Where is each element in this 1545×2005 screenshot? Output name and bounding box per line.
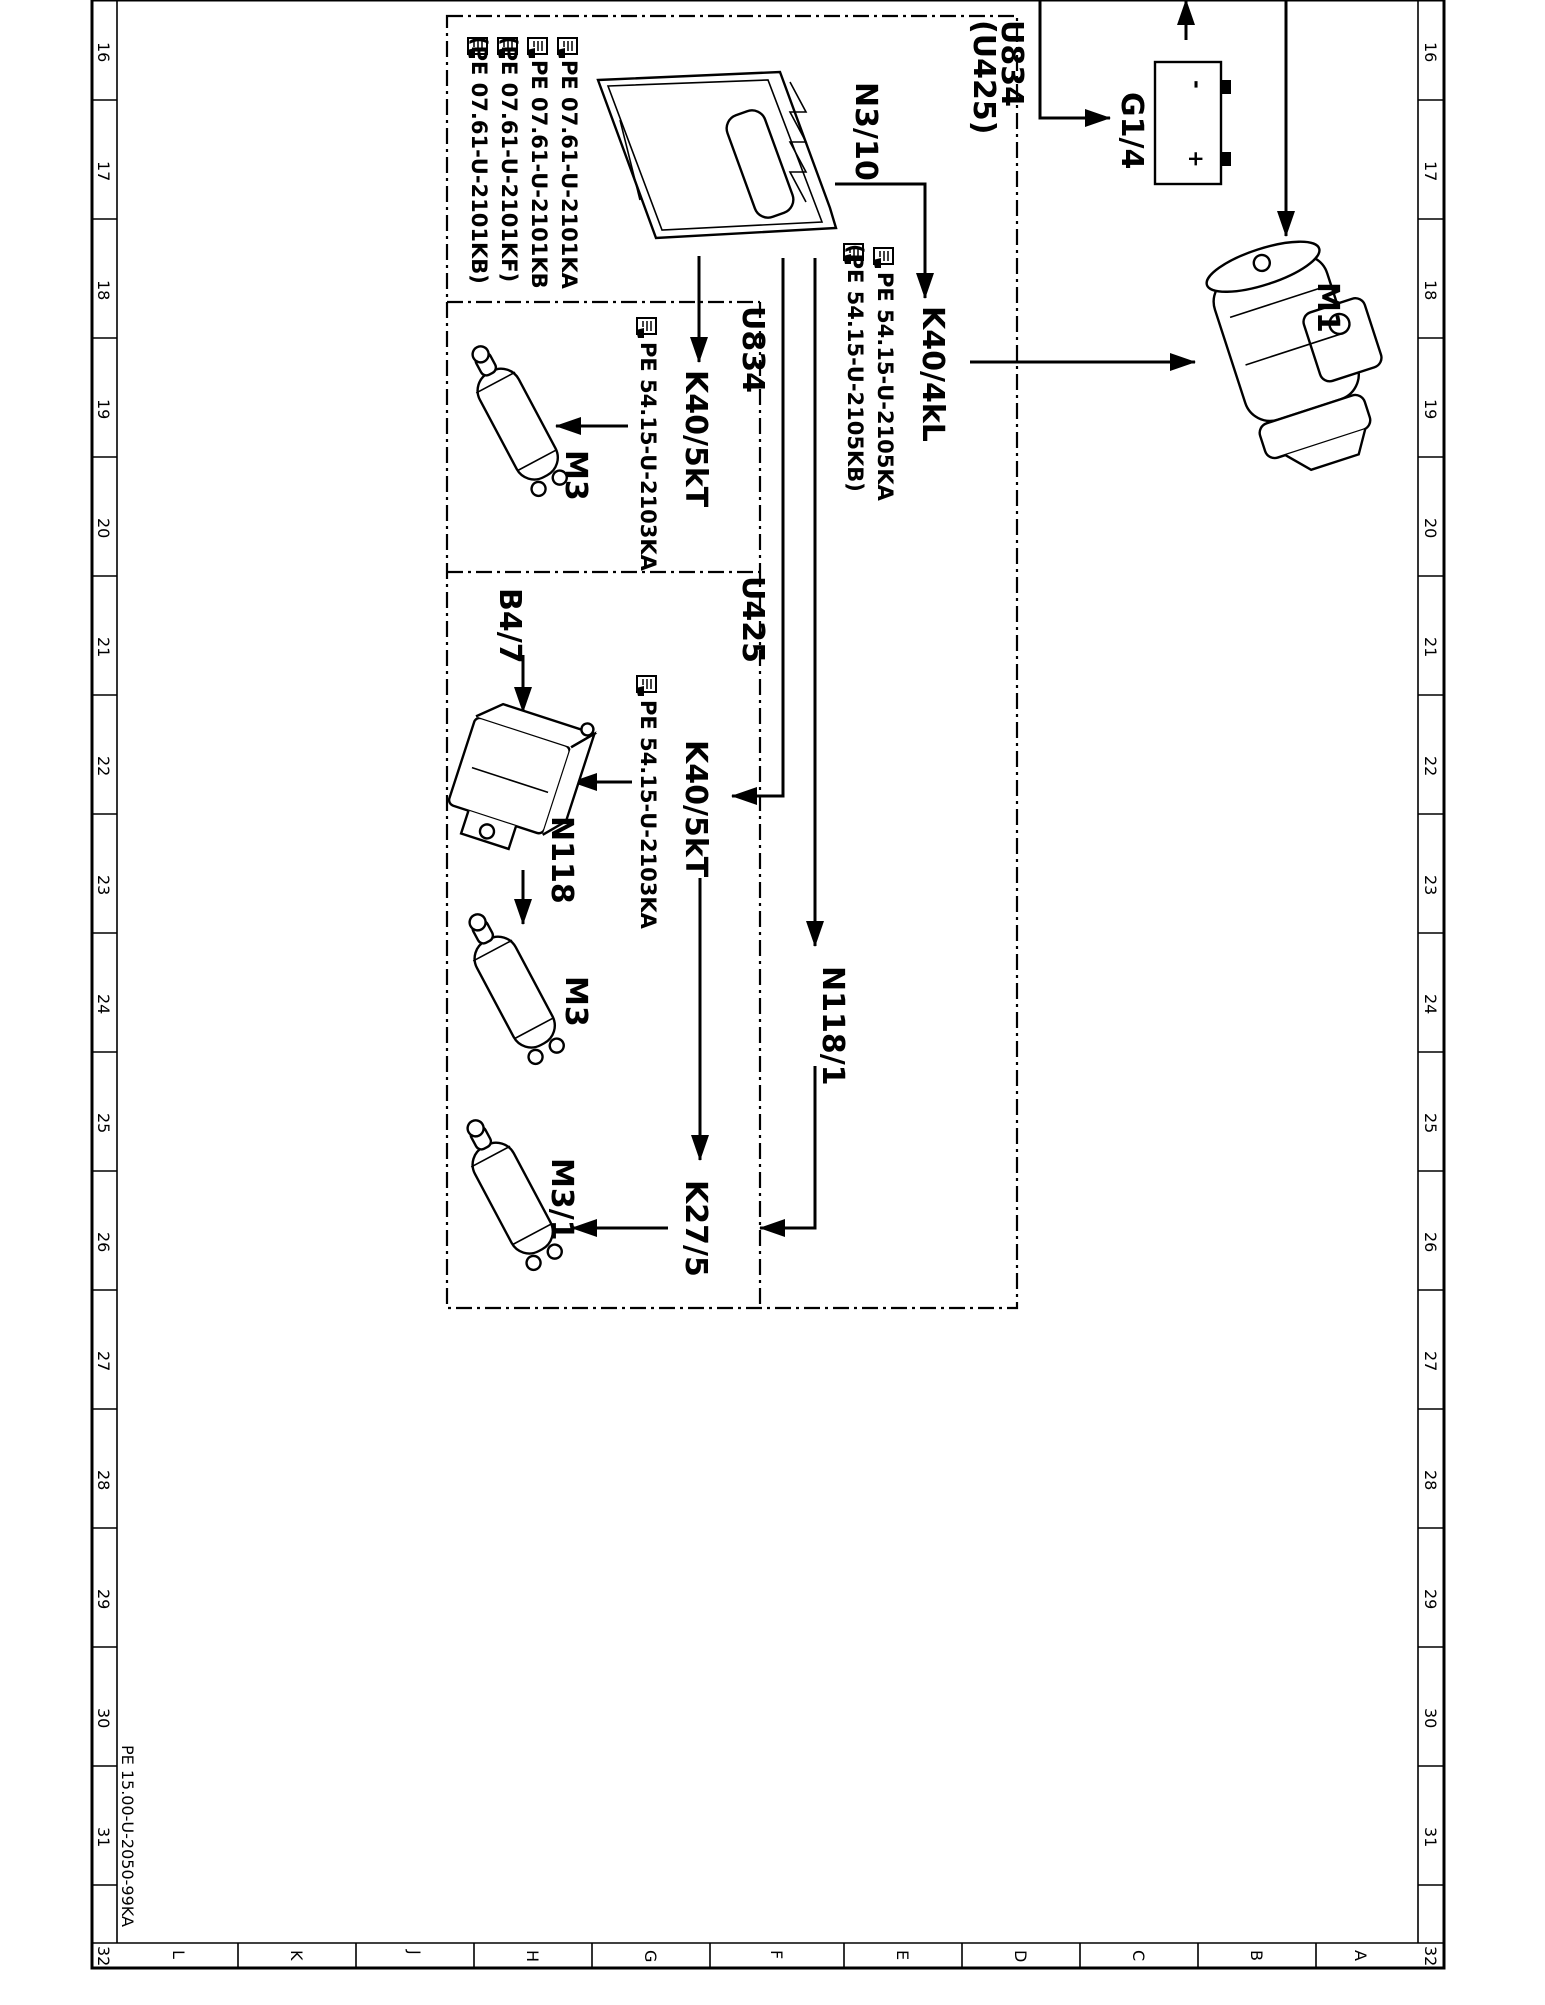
wire-n3-10-to-k40-4kl xyxy=(835,182,934,299)
grid-number: 21 xyxy=(94,637,113,657)
grid-letter: L xyxy=(169,1950,188,1959)
n3-10-ref-3: (PE 07.61-U-2101KF) xyxy=(497,36,521,282)
group-label-u425-sub: U425 xyxy=(735,576,770,663)
grid-number: 18 xyxy=(94,280,113,300)
drawing-reference: PE 15.00-U-2050-99KA xyxy=(118,1745,137,1927)
fuel-pump-m3-icon xyxy=(453,903,571,1069)
grid-number: 18 xyxy=(1421,280,1440,300)
grid-number: 26 xyxy=(1421,1232,1440,1252)
grid-number: 30 xyxy=(1421,1708,1440,1728)
grid-number: 25 xyxy=(94,1113,113,1133)
frame-outer xyxy=(90,0,1446,1970)
grid-number: 27 xyxy=(1421,1351,1440,1371)
grid-number: 22 xyxy=(94,756,113,776)
grid-number: 22 xyxy=(1421,756,1440,776)
battery-icon xyxy=(1153,60,1223,186)
n118-label: N118 xyxy=(544,816,579,904)
group-label-u425-paren: (U425) xyxy=(966,20,1001,134)
control-unit-n3-10 xyxy=(596,70,838,240)
wire-n118-1-to-k27-5 xyxy=(759,1066,817,1237)
grid-number: 28 xyxy=(94,1470,113,1490)
battery-label: G1/4 xyxy=(1114,92,1149,169)
grid-number: 25 xyxy=(1421,1113,1440,1133)
grid-letter: B xyxy=(1247,1950,1266,1961)
grid-letter: K xyxy=(287,1950,306,1961)
battery-plus: + xyxy=(1184,150,1208,168)
fuel-pump-control-n118 xyxy=(447,702,598,851)
grid-number: 19 xyxy=(94,399,113,419)
k40-5kt-u425-label: K40/5kT xyxy=(678,740,713,878)
document-hand-icon xyxy=(556,37,578,59)
grid-numbers-left: 16 17 18 19 20 21 22 23 24 25 26 27 28 2… xyxy=(94,42,113,1966)
group-label-u834: U834 xyxy=(994,20,1029,107)
grid-number: 26 xyxy=(94,1232,113,1252)
battery-g1-4: - + G1/4 xyxy=(1114,60,1231,186)
grid-number: 20 xyxy=(94,518,113,538)
grid-number: 21 xyxy=(1421,637,1440,657)
grid-numbers-right: 16 17 18 19 20 21 22 23 24 25 26 27 28 2… xyxy=(1421,42,1440,1966)
m3-1-label: M3/1 xyxy=(544,1158,579,1241)
grid-letter: C xyxy=(1129,1950,1148,1961)
grid-number: 31 xyxy=(94,1827,113,1847)
grid-number: 19 xyxy=(1421,399,1440,419)
grid-number: 31 xyxy=(1421,1827,1440,1847)
grid-number: 17 xyxy=(94,161,113,181)
n3-10-ref-2: PE 07.61-U-2101KB xyxy=(527,60,551,289)
grid-letter: H xyxy=(523,1950,542,1962)
k40-4kl-ref-1: PE 54.15-U-2105KA xyxy=(873,272,897,502)
grid-letter: A xyxy=(1351,1950,1370,1961)
grid-number: 27 xyxy=(94,1351,113,1371)
grid-number: 29 xyxy=(1421,1589,1440,1609)
grid-letter: J xyxy=(405,1949,424,1955)
k27-5-label: K27/5 xyxy=(678,1180,713,1277)
grid-number: 24 xyxy=(94,994,113,1014)
k40-5kt-u425-ref: PE 54.15-U-2103KA xyxy=(636,700,660,930)
m3-u425-label: M3 xyxy=(558,976,593,1027)
wire-n3-10-to-k40-5kt-u425 xyxy=(731,258,785,805)
starter-motor-m1 xyxy=(1205,240,1383,472)
k40-4kl-label: K40/4kL xyxy=(915,306,950,442)
m1-label: M1 xyxy=(1310,282,1345,333)
k40-4kl-ref-2: (PE 54.15-U-2105KB) xyxy=(843,244,867,492)
grid-number: 20 xyxy=(1421,518,1440,538)
grid-number: 32 xyxy=(1421,1946,1440,1966)
n3-10-label: N3/10 xyxy=(848,82,883,181)
grid-number: 24 xyxy=(1421,994,1440,1014)
fuel-pump-m3-icon xyxy=(456,335,574,501)
document-hand-icon xyxy=(872,247,894,269)
grid-letter: G xyxy=(641,1950,660,1962)
grid-number: 23 xyxy=(94,875,113,895)
grid-number: 23 xyxy=(1421,875,1440,895)
n118-1-label: N118/1 xyxy=(815,966,850,1086)
k40-5kt-u834-label: K40/5kT xyxy=(678,370,713,508)
k40-5kt-u834-ref: PE 54.15-U-2103KA xyxy=(636,342,660,572)
document-hand-icon xyxy=(635,675,657,697)
grid-number: 28 xyxy=(1421,1470,1440,1490)
grid-number: 16 xyxy=(94,42,113,62)
battery-minus: - xyxy=(1185,80,1209,89)
grid-number: 32 xyxy=(94,1946,113,1966)
grid-letter: F xyxy=(767,1950,786,1959)
grid-letter-ticks xyxy=(237,1943,1317,1968)
grid-number: 16 xyxy=(1421,42,1440,62)
grid-number: 17 xyxy=(1421,161,1440,181)
grid-number-ticks xyxy=(92,99,1444,1886)
grid-letter: D xyxy=(1011,1950,1030,1962)
n3-10-ref-1: PE 07.61-U-2101KA xyxy=(557,60,581,290)
document-hand-icon xyxy=(635,317,657,339)
grid-number: 29 xyxy=(94,1589,113,1609)
grid-letters: A B C D E F G H J K L xyxy=(169,1949,1370,1962)
grid-letter: E xyxy=(893,1950,912,1960)
wire-to-battery xyxy=(1038,0,1111,127)
b4-7-label: B4/7 xyxy=(492,588,527,664)
m3-u834-label: M3 xyxy=(558,450,593,501)
group-label-u834-sub: U834 xyxy=(735,306,770,393)
document-hand-icon xyxy=(526,37,548,59)
n3-10-ref-4: (PE 07.61-U-2101KB) xyxy=(467,36,491,284)
grid-number: 30 xyxy=(94,1708,113,1728)
group-box-outer xyxy=(445,14,1019,1310)
